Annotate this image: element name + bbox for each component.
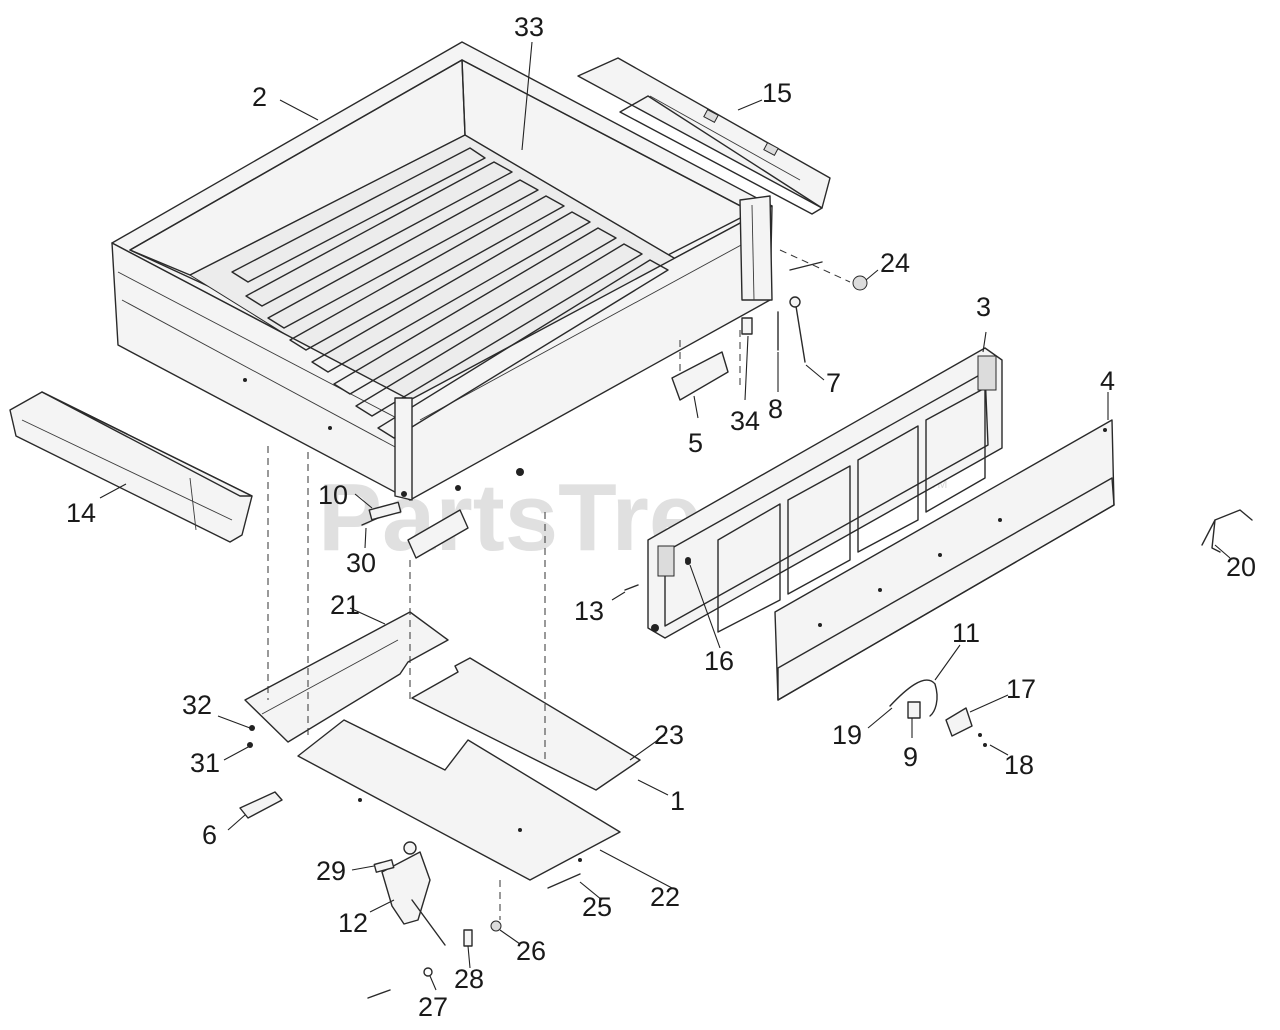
callout-6: 6 xyxy=(202,820,217,850)
callout-17: 17 xyxy=(1006,674,1036,704)
callout-3: 3 xyxy=(976,292,991,322)
callouts: 33 2 15 24 3 4 7 8 34 5 14 10 30 21 13 1… xyxy=(66,12,1256,1022)
callout-14: 14 xyxy=(66,498,96,528)
callout-2: 2 xyxy=(252,82,267,112)
callout-23: 23 xyxy=(654,720,684,750)
callout-13: 13 xyxy=(574,596,604,626)
callout-28: 28 xyxy=(454,964,484,994)
callout-9: 9 xyxy=(903,742,918,772)
part-14-rail xyxy=(9,391,253,543)
callout-11: 11 xyxy=(952,618,980,648)
callout-26: 26 xyxy=(516,936,546,966)
part-15-rail xyxy=(577,57,831,215)
callout-8: 8 xyxy=(768,394,783,424)
floor-ribs xyxy=(231,147,669,439)
part-22-plate xyxy=(297,719,621,881)
callout-7: 7 xyxy=(826,368,841,398)
callout-33: 33 xyxy=(514,12,544,42)
assembly-lines xyxy=(267,249,851,920)
part-12-actuator xyxy=(381,841,446,946)
callout-29: 29 xyxy=(316,856,346,886)
callout-5: 5 xyxy=(688,428,703,458)
callout-16: 16 xyxy=(704,646,734,676)
part-23-plate xyxy=(411,657,641,791)
leader-lines xyxy=(99,41,1231,991)
callout-22: 22 xyxy=(650,882,680,912)
part-4-panel xyxy=(774,419,1115,701)
hardware xyxy=(239,261,1253,999)
callout-19: 19 xyxy=(832,720,862,750)
cargo-box xyxy=(111,41,773,501)
callout-18: 18 xyxy=(1004,750,1034,780)
callout-34: 34 xyxy=(730,406,760,436)
callout-21: 21 xyxy=(330,590,360,620)
callout-31: 31 xyxy=(190,748,220,778)
callout-32: 32 xyxy=(182,690,212,720)
callout-10: 10 xyxy=(318,480,348,510)
part-3-tailgate xyxy=(647,347,1003,639)
callout-1: 1 xyxy=(670,786,685,816)
callout-30: 30 xyxy=(346,548,376,578)
callout-12: 12 xyxy=(338,908,368,938)
callout-25: 25 xyxy=(582,892,612,922)
callout-27: 27 xyxy=(418,992,448,1022)
callout-15: 15 xyxy=(762,78,792,108)
callout-20: 20 xyxy=(1226,552,1256,582)
callout-24: 24 xyxy=(880,248,910,278)
callout-4: 4 xyxy=(1100,366,1115,396)
